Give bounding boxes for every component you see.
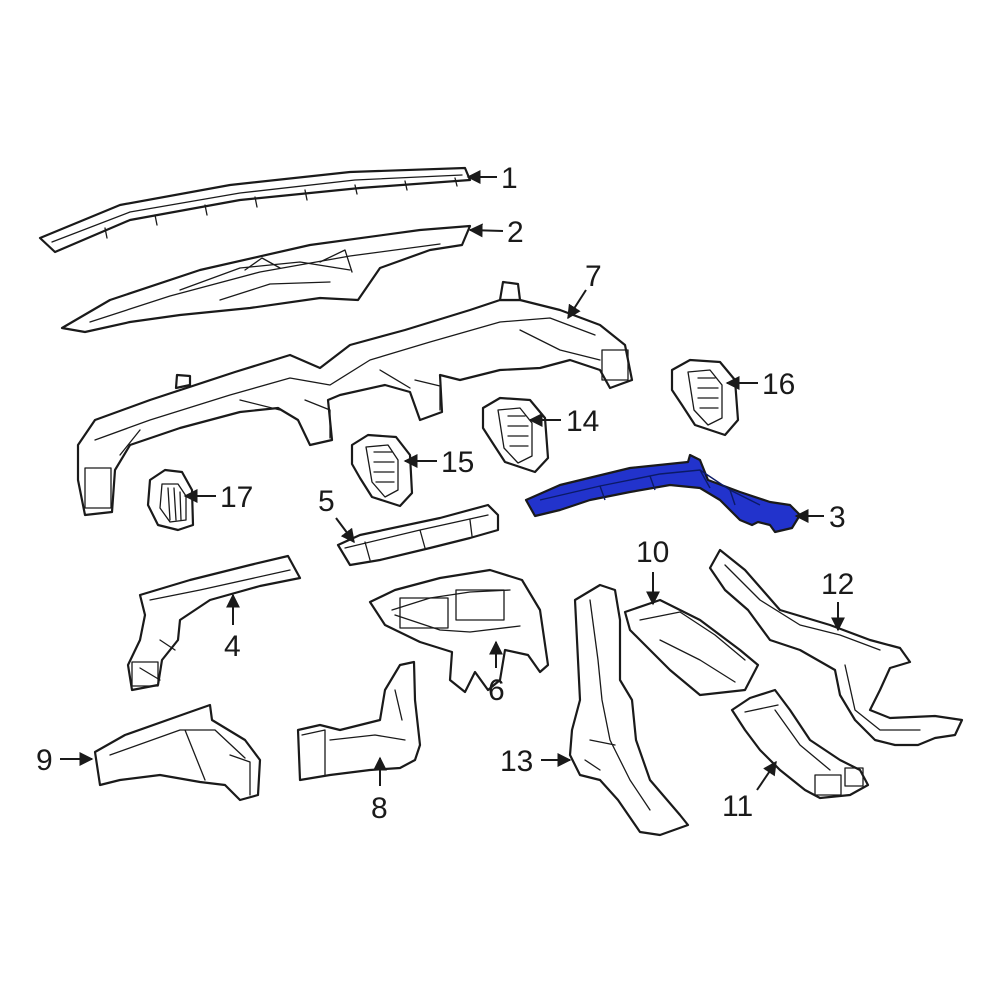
callout-14: 14 (566, 405, 599, 438)
callout-11: 11 (722, 790, 753, 823)
part-4-floor-duct[interactable] (126, 554, 302, 692)
part-6-center-duct[interactable] (368, 568, 550, 694)
part-14-vent-outlet[interactable] (481, 396, 550, 474)
callout-15: 15 (441, 446, 474, 479)
callout-7: 7 (585, 260, 602, 293)
part-5-duct-section[interactable] (336, 503, 500, 567)
callout-17: 17 (220, 481, 253, 514)
part-3-shape (524, 453, 802, 534)
part-1-defroster-trim[interactable] (38, 166, 472, 254)
part-2-defroster-duct[interactable] (60, 224, 472, 334)
callout-4: 4 (224, 630, 241, 663)
callout-9: 9 (36, 744, 53, 777)
callout-8: 8 (371, 792, 388, 825)
leader-5 (335, 517, 355, 544)
callout-13: 13 (500, 745, 533, 778)
leader-2 (468, 223, 504, 238)
part-15-vent-outlet[interactable] (350, 433, 414, 508)
part-16-vent-outlet[interactable] (670, 358, 740, 437)
part-9-floor-duct[interactable] (93, 703, 262, 802)
callout-10: 10 (636, 536, 669, 569)
callout-5: 5 (318, 485, 335, 518)
part-7-main-panel-duct[interactable] (76, 280, 634, 517)
leader-7 (567, 289, 587, 320)
callout-16: 16 (762, 368, 795, 401)
callout-labels: 1 2 3 4 5 6 7 8 9 10 11 12 13 14 15 16 1… (36, 162, 854, 825)
callout-6: 6 (488, 674, 505, 707)
leader-lines (60, 170, 845, 791)
part-13-side-duct[interactable] (568, 583, 690, 837)
callout-1: 1 (501, 162, 518, 195)
callout-3: 3 (829, 501, 846, 534)
part-10-duct-section[interactable] (623, 598, 760, 697)
part-17-vent-outlet[interactable] (146, 468, 195, 532)
callout-12: 12 (821, 568, 854, 601)
part-3-highlighted-duct[interactable] (524, 453, 802, 534)
callout-2: 2 (507, 216, 524, 249)
part-8-duct-bracket[interactable] (296, 660, 422, 782)
part-11-duct-outlet[interactable] (730, 688, 870, 800)
leader-11 (756, 760, 777, 791)
